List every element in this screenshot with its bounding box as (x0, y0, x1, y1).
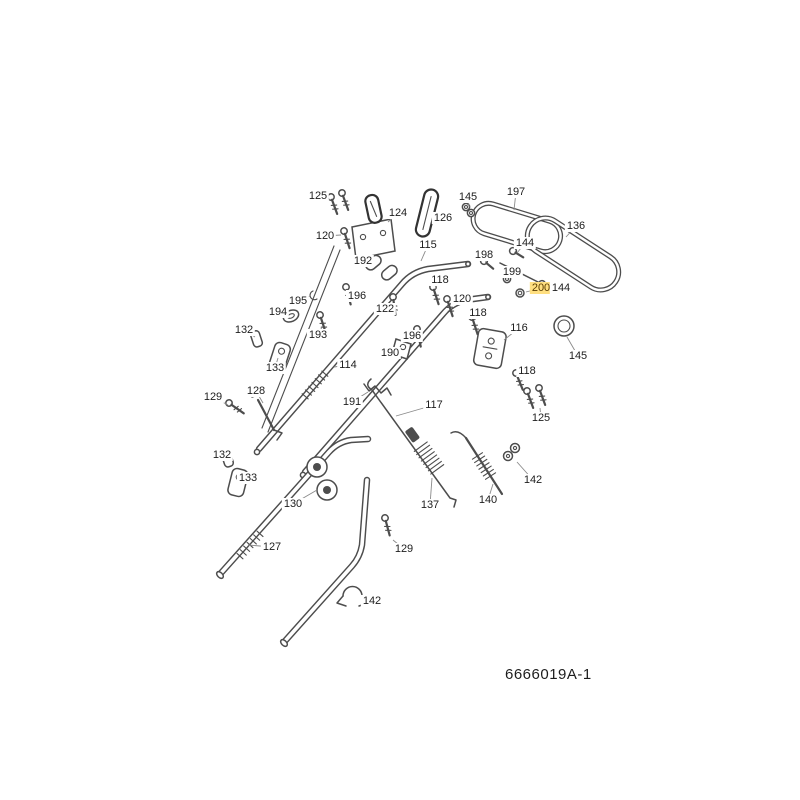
part-label-120[interactable]: 120 (450, 293, 474, 305)
throttle-control-assembly (351, 193, 396, 260)
part-label-200[interactable]: 200 (529, 282, 553, 294)
part-label-195[interactable]: 195 (286, 295, 310, 307)
part-label-117[interactable]: 117 (423, 399, 445, 411)
upper-handle-tube (253, 260, 492, 479)
grip-hatching (236, 530, 264, 560)
part-label-137[interactable]: 137 (418, 499, 442, 511)
part-label-125[interactable]: 125 (306, 190, 330, 202)
part-label-115[interactable]: 115 (417, 239, 439, 251)
part-label-118[interactable]: 118 (429, 274, 451, 286)
leader-lines (212, 191, 579, 602)
part-label-122[interactable]: 122 (373, 303, 397, 315)
part-label-125[interactable]: 125 (529, 412, 553, 424)
mounting-bracket (472, 327, 507, 370)
part-label-190[interactable]: 190 (378, 347, 402, 359)
part-label-142[interactable]: 142 (521, 474, 545, 486)
grip-hatching (301, 370, 329, 400)
part-label-132[interactable]: 132 (232, 324, 256, 336)
handle-loop-large (524, 215, 622, 293)
throttle-cable (367, 378, 457, 508)
part-label-133[interactable]: 133 (263, 362, 287, 374)
threaded-rod (450, 431, 521, 496)
part-label-126[interactable]: 126 (431, 212, 455, 224)
part-label-198[interactable]: 198 (472, 249, 496, 261)
part-label-140[interactable]: 140 (476, 494, 500, 506)
part-label-194[interactable]: 194 (266, 306, 290, 318)
part-label-128[interactable]: 128 (244, 385, 268, 397)
part-label-133[interactable]: 133 (236, 472, 260, 484)
part-label-145[interactable]: 145 (566, 350, 590, 362)
cable-spring (413, 441, 445, 475)
part-label-120[interactable]: 120 (313, 230, 337, 242)
part-label-196[interactable]: 196 (345, 290, 369, 302)
part-label-193[interactable]: 193 (306, 329, 330, 341)
part-label-136[interactable]: 136 (564, 220, 588, 232)
part-label-127[interactable]: 127 (260, 541, 284, 553)
washer-part-200 (515, 288, 525, 298)
knob-part-145 (553, 315, 575, 337)
part-label-191[interactable]: 191 (340, 396, 364, 408)
part-label-124[interactable]: 124 (386, 207, 410, 219)
part-label-118[interactable]: 118 (467, 307, 489, 319)
part-label-132[interactable]: 132 (210, 449, 234, 461)
part-label-199[interactable]: 199 (500, 266, 524, 278)
lower-handle-tube (215, 435, 372, 648)
part-label-144[interactable]: 144 (513, 237, 537, 249)
part-label-144[interactable]: 144 (549, 282, 573, 294)
part-label-129[interactable]: 129 (201, 391, 225, 403)
part-label-114[interactable]: 114 (337, 359, 359, 371)
control-cable-lines (261, 245, 341, 433)
part-label-130[interactable]: 130 (281, 498, 305, 510)
handle-attachment-hardware (461, 202, 575, 337)
part-label-129[interactable]: 129 (392, 543, 416, 555)
part-label-116[interactable]: 116 (508, 322, 530, 334)
handle-knobs (306, 456, 338, 501)
part-label-118[interactable]: 118 (516, 365, 538, 377)
part-label-145[interactable]: 145 (456, 191, 480, 203)
drawing-number: 6666019A-1 (505, 666, 592, 683)
part-label-142[interactable]: 142 (360, 595, 384, 607)
part-label-192[interactable]: 192 (351, 255, 375, 267)
part-label-197[interactable]: 197 (504, 186, 528, 198)
cable-clamp (251, 393, 369, 607)
part-label-196[interactable]: 196 (400, 330, 424, 342)
